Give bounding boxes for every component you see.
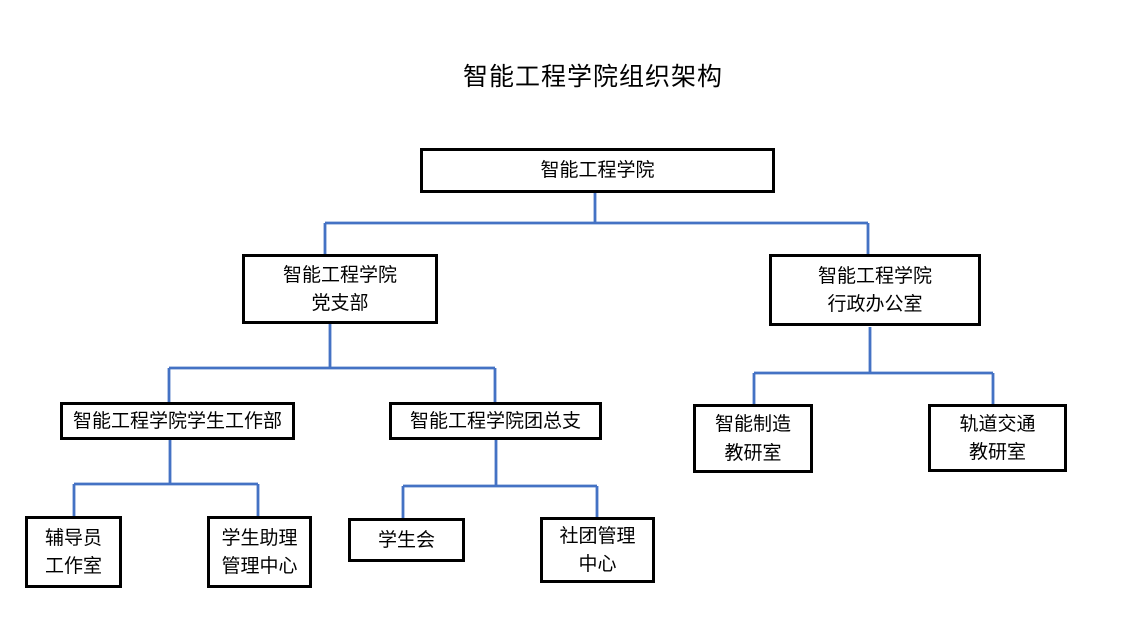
node-label-line: 轨道交通 <box>959 412 1036 435</box>
org-node-college: 智能工程学院 <box>420 148 775 193</box>
org-node-club-management-center: 社团管理 中心 <box>540 517 655 583</box>
node-label-line: 教研室 <box>968 441 1026 463</box>
node-label-line: 中心 <box>578 553 617 575</box>
connector-student-affairs-to-children <box>72 440 260 516</box>
node-label-line: 工作室 <box>44 555 102 577</box>
node-label-line: 行政办公室 <box>827 293 923 315</box>
node-label-line: 智能工程学院团总支 <box>409 409 581 432</box>
connector-admin-to-children <box>752 327 995 404</box>
org-node-counselor-studio: 辅导员 工作室 <box>25 516 122 588</box>
node-label-line: 学生助理 <box>221 526 298 549</box>
org-node-student-assistant-center: 学生助理 管理中心 <box>207 516 312 588</box>
org-node-rail-transit-office: 轨道交通 教研室 <box>928 404 1067 472</box>
connector-party-to-level3 <box>167 324 497 402</box>
connector-root-to-level2 <box>323 193 870 254</box>
org-node-student-affairs-dept: 智能工程学院学生工作部 <box>60 402 295 440</box>
node-label-line: 智能工程学院 <box>282 263 397 286</box>
org-node-student-union: 学生会 <box>348 518 465 562</box>
node-label-line: 党支部 <box>311 292 369 314</box>
node-label-line: 学生会 <box>377 528 435 551</box>
org-node-admin-office: 智能工程学院 行政办公室 <box>769 254 981 326</box>
page-title: 智能工程学院组织架构 <box>462 62 723 91</box>
node-label-line: 辅导员 <box>44 526 102 549</box>
node-label-line: 教研室 <box>724 441 782 464</box>
node-label-line: 智能工程学院 <box>817 264 932 287</box>
org-node-party-branch: 智能工程学院 党支部 <box>242 254 438 324</box>
node-label-line: 管理中心 <box>221 555 298 577</box>
org-node-youth-league: 智能工程学院团总支 <box>389 402 602 440</box>
node-label-line: 智能工程学院学生工作部 <box>72 409 282 432</box>
node-label-line: 智能制造 <box>714 413 791 435</box>
node-label-line: 智能工程学院 <box>540 159 655 182</box>
node-label-line: 社团管理 <box>559 524 636 547</box>
connector-youth-league-to-children <box>401 440 599 518</box>
org-node-intelligent-manufacturing-office: 智能制造 教研室 <box>693 404 813 473</box>
